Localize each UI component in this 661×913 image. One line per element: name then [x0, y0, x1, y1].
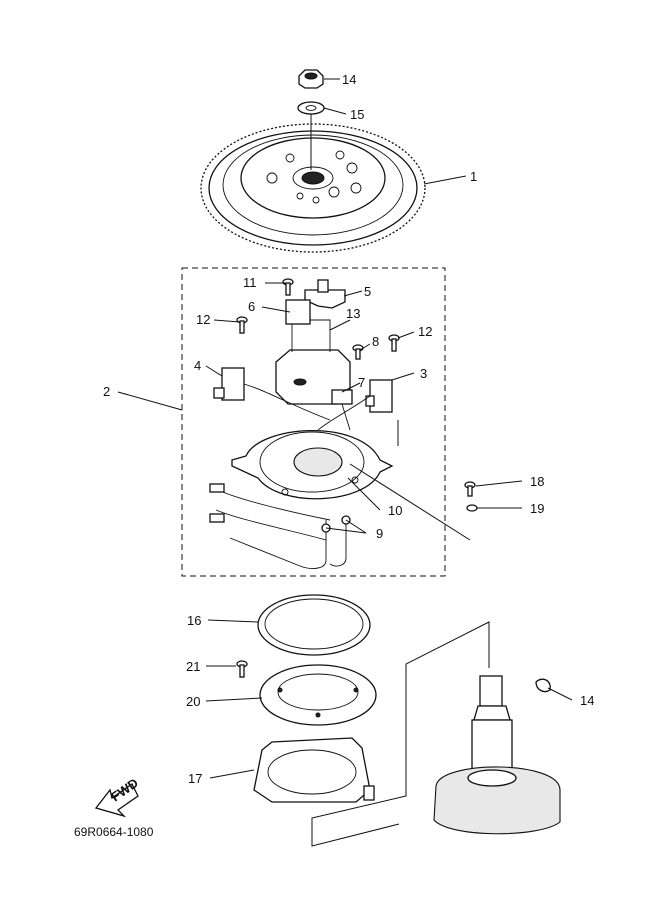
callout-2: 2 — [103, 384, 110, 399]
callout-11: 11 — [243, 275, 257, 290]
diagram-code: 69R0664-1080 — [74, 825, 154, 839]
callout-12-right: 12 — [418, 324, 432, 339]
callout-21: 20 — [186, 694, 200, 709]
callout-1: 1 — [470, 169, 477, 184]
woodruff-key — [535, 678, 551, 693]
wire-harness — [209, 483, 351, 569]
callout-13: 13 — [346, 306, 360, 321]
stator-base — [231, 429, 394, 500]
washer — [297, 101, 325, 115]
callout-3: 3 — [420, 366, 427, 381]
bolt-8 — [352, 344, 364, 360]
callout-19: 18 — [530, 474, 544, 489]
bolt-19 — [464, 481, 476, 497]
bolt-22 — [236, 660, 248, 678]
callout-12-left: 12 — [196, 312, 210, 327]
fwd-arrow: FWD — [94, 775, 141, 818]
callout-18: 17 — [188, 771, 202, 786]
callout-6: 6 — [248, 299, 255, 314]
crankshaft — [433, 675, 561, 835]
callout-14: 14 — [580, 693, 594, 708]
callout-4: 4 — [194, 358, 201, 373]
callout-22: 21 — [186, 659, 200, 674]
callouts: 14 15 1 2 3 4 5 6 7 8 9 10 11 12 12 13 1… — [103, 72, 594, 786]
stator-assembly-box — [181, 267, 446, 577]
callout-10: 10 — [388, 503, 402, 518]
connector-right — [317, 379, 393, 431]
connector-left — [213, 367, 331, 421]
base-plate — [253, 737, 375, 803]
washer-20 — [466, 504, 478, 512]
cover — [259, 664, 377, 726]
bracket — [304, 279, 346, 309]
connector-middle — [331, 389, 353, 431]
flywheel-nut — [298, 69, 324, 89]
callout-9: 9 — [376, 526, 383, 541]
bolt-12-right — [388, 334, 400, 352]
leader-lines — [117, 78, 573, 779]
callout-8: 8 — [372, 334, 379, 349]
ring — [257, 594, 371, 656]
callout-15: 14 — [342, 72, 356, 87]
callout-17: 16 — [187, 613, 201, 628]
callout-7: 7 — [358, 375, 365, 390]
callout-16: 15 — [350, 107, 364, 122]
callout-20: 19 — [530, 501, 544, 516]
bolt-11 — [282, 278, 294, 296]
callout-5: 5 — [364, 284, 371, 299]
coil-body — [285, 299, 311, 325]
flywheel — [200, 123, 426, 253]
bolt-12-left — [236, 316, 248, 334]
